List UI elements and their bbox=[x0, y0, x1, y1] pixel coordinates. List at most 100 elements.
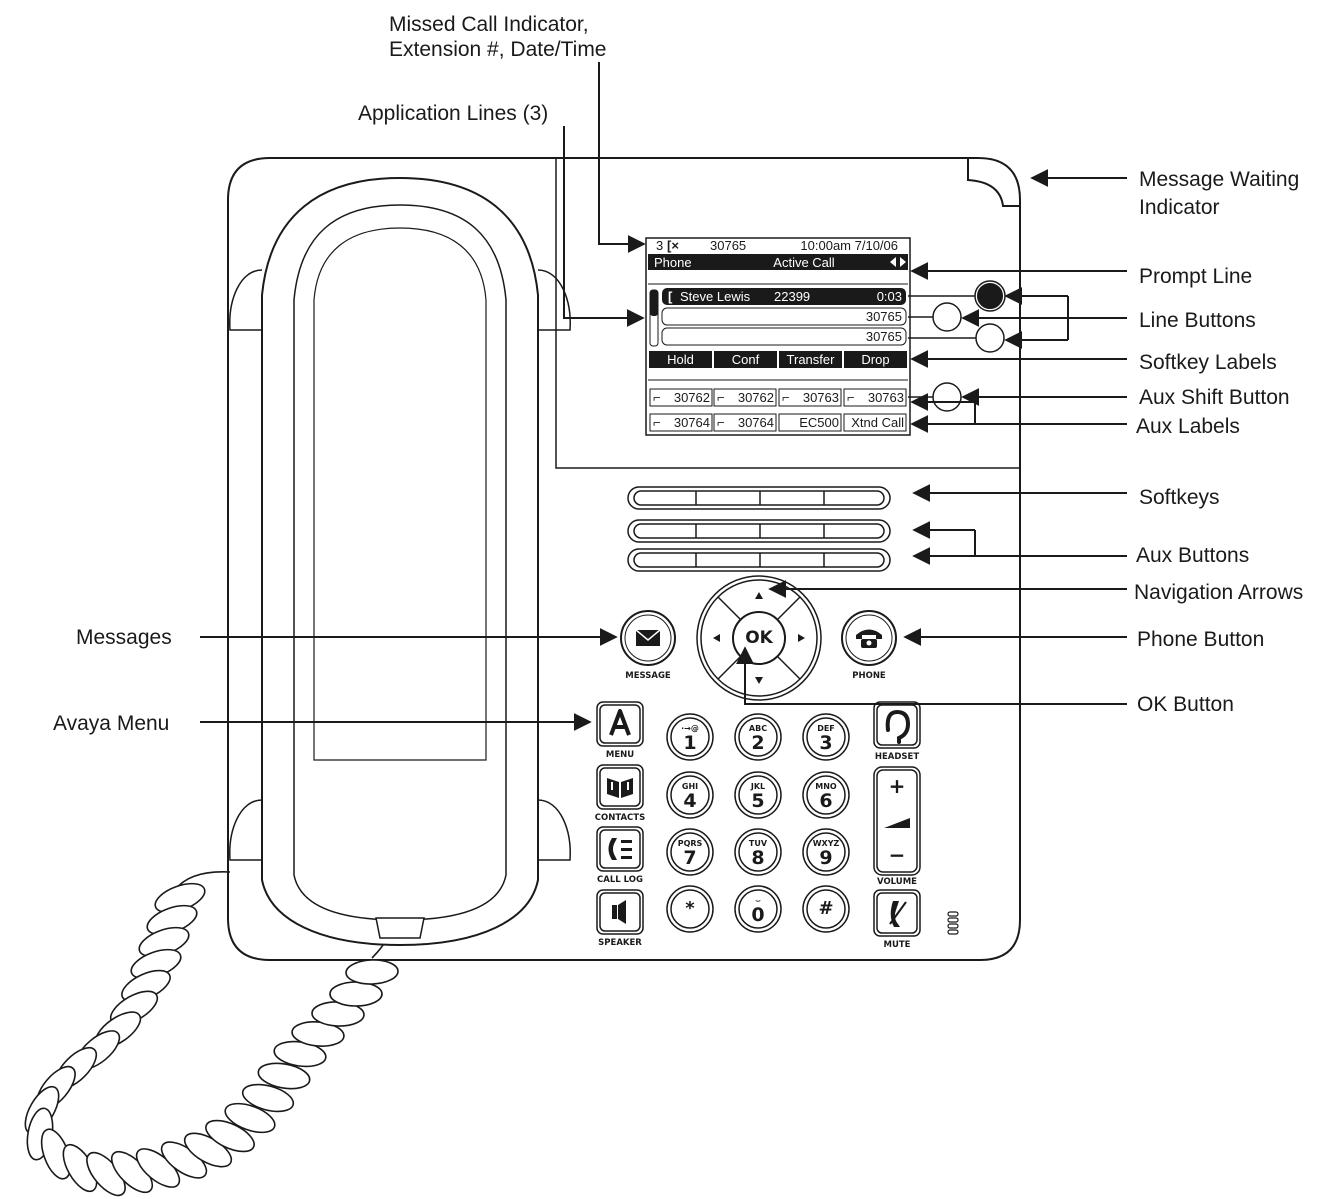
nav-left-button[interactable] bbox=[705, 629, 725, 647]
aux-label-2: 30762 bbox=[737, 390, 774, 405]
menu-label: MENU bbox=[605, 750, 635, 760]
aux-buttons-row-1[interactable] bbox=[634, 524, 884, 538]
mute-icon bbox=[889, 901, 907, 927]
callout-avaya-menu: Avaya Menu bbox=[53, 712, 170, 735]
missed-call-count: 3 bbox=[656, 238, 664, 253]
contacts-label: CONTACTS bbox=[594, 813, 646, 823]
aux-line-icon: ⌐ bbox=[782, 390, 790, 405]
softkey-label-drop: Drop bbox=[861, 352, 890, 367]
headset-button[interactable] bbox=[874, 702, 920, 748]
key-digit: * bbox=[685, 898, 695, 919]
aux-line-icon: ⌐ bbox=[653, 390, 661, 405]
nav-right-arrow bbox=[798, 634, 805, 642]
softkey-label-conf: Conf bbox=[731, 352, 760, 367]
call-log-label: CALL LOG bbox=[597, 875, 643, 885]
speaker-label: SPEAKER bbox=[598, 938, 642, 948]
coiled-cord bbox=[24, 871, 399, 1197]
speaker-button[interactable] bbox=[597, 890, 643, 934]
handset bbox=[229, 176, 571, 947]
envelope-icon bbox=[635, 629, 661, 646]
softkey-strip bbox=[627, 486, 891, 510]
line-1-name[interactable]: Steve Lewis bbox=[680, 289, 751, 304]
callout-aux-labels: Aux Labels bbox=[1136, 415, 1240, 438]
aux-label-5: 30764 bbox=[673, 415, 710, 430]
aux-label-4: 30763 bbox=[867, 390, 904, 405]
lcd-extension: 30765 bbox=[710, 238, 747, 253]
callout-message-waiting-2: Indicator bbox=[1139, 196, 1220, 219]
key-digit: 1 bbox=[683, 732, 697, 754]
nav-down-button[interactable] bbox=[750, 673, 768, 693]
callout-missed-call-1: Missed Call Indicator, bbox=[389, 13, 589, 36]
key-0[interactable]: ⌣0 bbox=[738, 889, 778, 929]
keypad-circles bbox=[666, 713, 850, 933]
aux-label-7: EC500 bbox=[799, 415, 839, 430]
phone-button bbox=[841, 610, 897, 666]
right-buttons bbox=[873, 701, 921, 937]
lcd-display bbox=[645, 237, 911, 436]
missed-call-icon: [× bbox=[667, 238, 679, 253]
callout-lines bbox=[200, 62, 1127, 731]
microphone-grille bbox=[947, 911, 959, 935]
softkeys[interactable] bbox=[634, 491, 884, 505]
nav-up-button[interactable] bbox=[750, 583, 768, 603]
key-digit: 9 bbox=[819, 847, 833, 869]
ok-button[interactable]: OK bbox=[745, 628, 773, 648]
avaya-menu-button[interactable] bbox=[597, 702, 643, 746]
headset-label: HEADSET bbox=[874, 752, 920, 762]
nav-right-button[interactable] bbox=[793, 629, 813, 647]
line-button-2-target[interactable] bbox=[933, 303, 961, 331]
volume-down-button[interactable]: − bbox=[888, 843, 906, 867]
key-letters: GHI bbox=[681, 782, 699, 791]
key-1[interactable]: ·→@1 bbox=[670, 717, 710, 757]
aux-strip-2 bbox=[627, 548, 891, 572]
aux-strip-1 bbox=[627, 519, 891, 543]
callout-messages: Messages bbox=[76, 626, 172, 649]
callout-aux-shift-button: Aux Shift Button bbox=[1139, 386, 1290, 409]
line-2-number[interactable]: 30765 bbox=[865, 309, 902, 324]
key-digit: 2 bbox=[751, 732, 765, 754]
nav-down-arrow bbox=[755, 677, 763, 684]
line-1-number[interactable]: 22399 bbox=[774, 289, 811, 304]
contacts-button[interactable] bbox=[597, 765, 643, 809]
line-button-1-target[interactable] bbox=[975, 281, 1005, 311]
key-digit: 3 bbox=[819, 732, 833, 754]
key-digit: 5 bbox=[751, 790, 765, 812]
key-star[interactable]: * bbox=[670, 889, 710, 929]
line-button-1 bbox=[977, 283, 1003, 309]
aux-buttons-row-2[interactable] bbox=[634, 553, 884, 567]
speaker-icon bbox=[612, 900, 626, 924]
key-digit: 4 bbox=[683, 790, 697, 812]
key-letters: WXYZ bbox=[812, 839, 840, 848]
aux-line-icon: ⌐ bbox=[847, 390, 855, 405]
book-icon bbox=[607, 778, 633, 798]
call-log-icon bbox=[608, 838, 632, 860]
key-letters: MNO bbox=[815, 782, 837, 791]
mute-button[interactable] bbox=[874, 890, 920, 936]
key-letters: PQRS bbox=[677, 839, 703, 848]
call-log-button[interactable] bbox=[597, 827, 643, 871]
active-line-icon: [ bbox=[668, 289, 673, 304]
phone-label: PHONE bbox=[852, 671, 886, 681]
aux-shift-button-target[interactable] bbox=[933, 383, 961, 411]
phone-icon bbox=[856, 629, 882, 648]
key-pound[interactable]: # bbox=[806, 889, 846, 929]
message-button-target[interactable] bbox=[621, 611, 675, 665]
callout-message-waiting-1: Message Waiting bbox=[1139, 168, 1300, 191]
key-letters: JKL bbox=[750, 782, 766, 791]
volume-up-button[interactable]: + bbox=[888, 774, 906, 798]
aux-label-1: 30762 bbox=[673, 390, 710, 405]
callout-application-lines: Application Lines (3) bbox=[358, 102, 549, 125]
softkey-label-transfer: Transfer bbox=[786, 352, 835, 367]
line-button-3-target[interactable] bbox=[976, 324, 1004, 352]
line-3-number[interactable]: 30765 bbox=[865, 329, 902, 344]
phone-button-target[interactable] bbox=[842, 611, 896, 665]
